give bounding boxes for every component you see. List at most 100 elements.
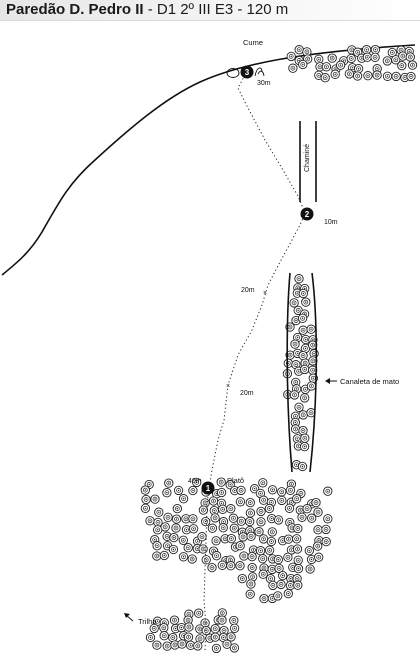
bush-icon — [184, 622, 194, 632]
bush-icon — [159, 623, 169, 633]
bush-icon — [152, 541, 162, 551]
bush-icon — [320, 73, 330, 83]
bush-icon — [238, 532, 248, 542]
bush-icon — [293, 563, 304, 574]
bush-icon — [229, 615, 239, 626]
bush-icon — [178, 552, 189, 562]
bush-icon — [217, 560, 227, 570]
bush-icon — [321, 524, 331, 535]
bush-icon — [256, 506, 266, 517]
bush-icon — [297, 313, 308, 323]
bush-icon — [140, 503, 151, 513]
bush-icon — [188, 514, 198, 524]
route-title: Paredão D. Pedro II - D1 2º III E3 - 120… — [6, 1, 288, 19]
numbered-circle-icon — [300, 207, 314, 221]
bush-icon — [297, 461, 308, 472]
bush-icon — [294, 45, 304, 55]
bush-icon — [208, 496, 219, 506]
bush-icon — [293, 555, 303, 565]
bush-icon — [370, 44, 381, 55]
bush-icon — [145, 632, 156, 643]
bush-icon — [298, 59, 308, 70]
bush-icon — [245, 589, 255, 599]
bush-icon — [289, 390, 300, 400]
bush-icon — [201, 516, 211, 527]
bush-icon — [236, 485, 246, 496]
route-grade: - D1 2º III E3 - 120 m — [143, 1, 289, 18]
bush-icon — [344, 69, 354, 79]
bush-icon — [211, 536, 221, 546]
plateau-label: Platô — [227, 476, 244, 485]
bush-icon — [283, 552, 293, 562]
bush-icon — [235, 561, 245, 571]
bush-icon — [210, 624, 220, 634]
bush-icon — [197, 532, 207, 542]
bush-icon — [278, 570, 288, 581]
bush-icon — [298, 350, 308, 361]
bush-icon — [226, 504, 236, 514]
bush-icon — [258, 495, 269, 505]
bush-icon — [160, 522, 170, 532]
bush-icon — [283, 588, 293, 599]
bush-icon — [372, 70, 382, 80]
bush-icon — [210, 632, 220, 642]
bush-icon — [226, 533, 237, 544]
bush-icon — [211, 551, 222, 561]
belay-number: 3 — [245, 68, 250, 77]
bush-icon — [304, 546, 314, 556]
belay-2: 2 — [300, 207, 314, 221]
bush-icon — [245, 508, 256, 518]
bush-icon — [300, 393, 310, 403]
gully-left-wall — [286, 272, 293, 473]
bush-icon — [140, 485, 150, 495]
bush-icon — [363, 71, 373, 81]
bush-icon — [201, 555, 211, 565]
bush-icon — [290, 424, 301, 434]
bush-icon — [267, 527, 277, 537]
bush-icon — [258, 554, 268, 564]
bush-icon — [298, 425, 308, 436]
bush-icon — [406, 71, 416, 82]
bush-icon — [159, 631, 169, 641]
bush-icon — [178, 535, 188, 545]
bush-icon — [162, 641, 172, 651]
bush-icon — [171, 523, 181, 533]
plateau-vegetation — [140, 477, 333, 604]
bush-icon — [277, 487, 287, 497]
bush-icon — [211, 643, 222, 654]
numbered-circle-icon — [201, 481, 215, 495]
bush-icon — [264, 545, 275, 555]
bush-icon — [276, 579, 286, 590]
bush-icon — [285, 485, 296, 495]
bush-icon — [188, 485, 198, 496]
bush-icon — [382, 56, 392, 66]
bush-icon — [188, 524, 199, 534]
bush-icon — [298, 325, 308, 335]
bush-icon — [292, 494, 302, 504]
bush-icon — [391, 71, 401, 82]
trail-label: Trilha — [138, 617, 157, 626]
bush-icon — [178, 494, 189, 504]
bush-icon — [245, 516, 255, 527]
bush-icon — [164, 478, 174, 488]
gully-label: Canaleta de mato — [340, 377, 399, 386]
bush-icon — [298, 410, 308, 420]
bush-icon — [294, 274, 304, 284]
pitch-mark-label: 20m — [241, 287, 255, 294]
belay-1: 1 — [201, 481, 215, 495]
bush-icon — [152, 640, 162, 650]
bush-icon — [283, 534, 294, 544]
belay-3: 3 — [226, 65, 265, 79]
bush-icon — [273, 515, 284, 525]
bush-icon — [290, 339, 300, 349]
pitch-length-label: 30m — [257, 80, 271, 87]
bush-icon — [300, 364, 310, 375]
trail-vegetation — [145, 608, 240, 654]
bush-icon — [277, 495, 287, 506]
bush-icon — [239, 551, 249, 561]
bush-icon — [246, 531, 256, 541]
title-bar: Paredão D. Pedro II - D1 2º III E3 - 120… — [0, 0, 420, 21]
arrow-up-left-icon — [124, 613, 134, 622]
bush-icon — [346, 53, 356, 64]
bush-icon — [286, 51, 296, 62]
